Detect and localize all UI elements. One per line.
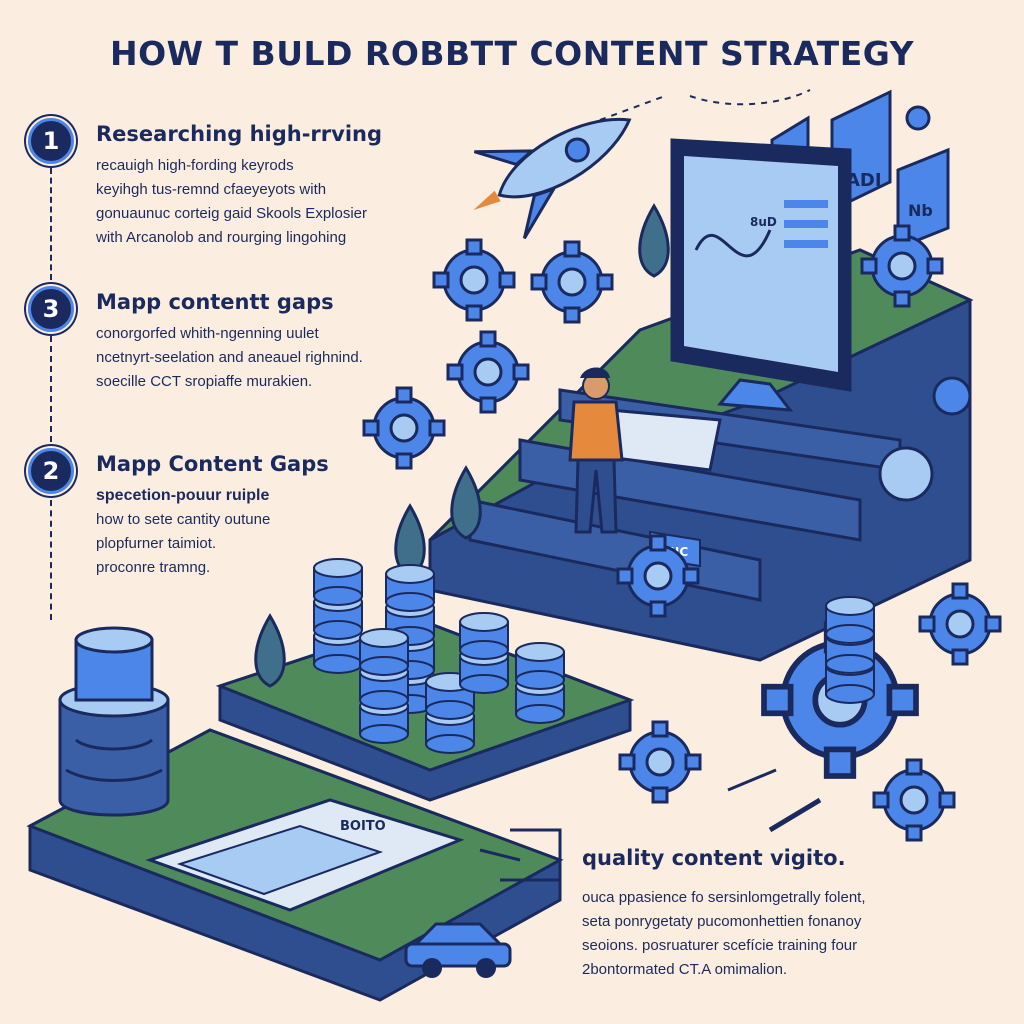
step-1-line: with Arcanolob and rourging lingohing: [96, 229, 347, 246]
quality-line: seoions. posruaturer scefície training f…: [582, 937, 858, 954]
step-1-line: keyihgh tus-remnd cfaeyeyots with: [96, 181, 327, 198]
badge-icon: [878, 446, 934, 502]
step-2-subtitle: specetion-pouur ruiple: [96, 487, 270, 504]
connector-line: [50, 336, 52, 442]
step-2-title: Mapp Content Gaps: [96, 452, 329, 476]
step-2-line: how to sete cantity outune: [96, 511, 271, 528]
person-figure: [568, 367, 624, 534]
step-3-description: conorgorfed whith-ngenning uulet ncetnyr…: [96, 322, 363, 394]
gear-icon: [872, 758, 956, 842]
step-2-description: specetion-pouur ruiple how to sete canti…: [96, 484, 270, 580]
gear-icon: [918, 582, 1002, 666]
connector-line: [50, 500, 52, 620]
gear-icon: [446, 330, 530, 414]
connector-line: [500, 828, 562, 882]
step-3-line: ncetnyrt-seelation and aneauel righnind.: [96, 349, 363, 366]
pin-icon: [727, 768, 777, 792]
book-icon: BOITO: [145, 798, 465, 912]
tree-icon: [254, 614, 286, 688]
step-1-line: gonuaunuc corteig gaid Skools Explosier: [96, 205, 368, 222]
server-tower: [58, 626, 170, 817]
step-2-line: proconre tramng.: [96, 559, 211, 576]
car-icon: [404, 922, 512, 978]
rocket-icon: [473, 117, 632, 240]
connector-line: [50, 168, 52, 280]
usb-icon: [768, 797, 822, 833]
step-1-description: recauigh high-fording keyrods keyihgh tu…: [96, 154, 367, 250]
tree-icon: [638, 204, 670, 278]
arrow-icon: [479, 848, 521, 862]
step-3-title: Mapp contentt gaps: [96, 290, 334, 314]
step-1-badge: 1: [28, 118, 74, 164]
quality-line: 2bontormated CT.A omimalion.: [582, 961, 788, 978]
step-3-badge: 3: [28, 286, 74, 332]
screen-chart-label: 8uD: [750, 215, 777, 229]
infographic-title: HOW T BULD ROBBTT CONTENT STRATEGY: [110, 34, 914, 73]
gear-icon: [530, 240, 614, 324]
step-3-line: conorgorfed whith-ngenning uulet: [96, 325, 319, 342]
badge-icon: [932, 376, 972, 416]
coin-stack: [825, 596, 875, 704]
step-2-line: plopfurner taimiot.: [96, 535, 217, 552]
step-1-line: recauigh high-fording keyrods: [96, 157, 294, 174]
quality-description: ouca ppasience fo sersinlomgetrally fole…: [582, 886, 866, 982]
gear-icon: [362, 386, 446, 470]
gear-icon: [618, 720, 702, 804]
gear-icon: [432, 238, 516, 322]
quality-line: ouca ppasience fo sersinlomgetrally fole…: [582, 889, 866, 906]
step-2-badge: 2: [28, 448, 74, 494]
computer-monitor: 8uD: [598, 138, 852, 472]
panel-a-label: ADI: [846, 170, 882, 191]
quality-title: quality content vigito.: [582, 846, 846, 870]
book-label: BOITO: [340, 819, 386, 834]
tree-icon: [450, 466, 482, 540]
step-1-title: Researching high-rrving: [96, 122, 383, 146]
panel-b-label: Nb: [908, 201, 933, 220]
step-3-line: soecille CCT sropiaffe murakien.: [96, 373, 313, 390]
quality-line: seta ponrygetaty pucomonhettien fonanoy: [582, 913, 862, 930]
